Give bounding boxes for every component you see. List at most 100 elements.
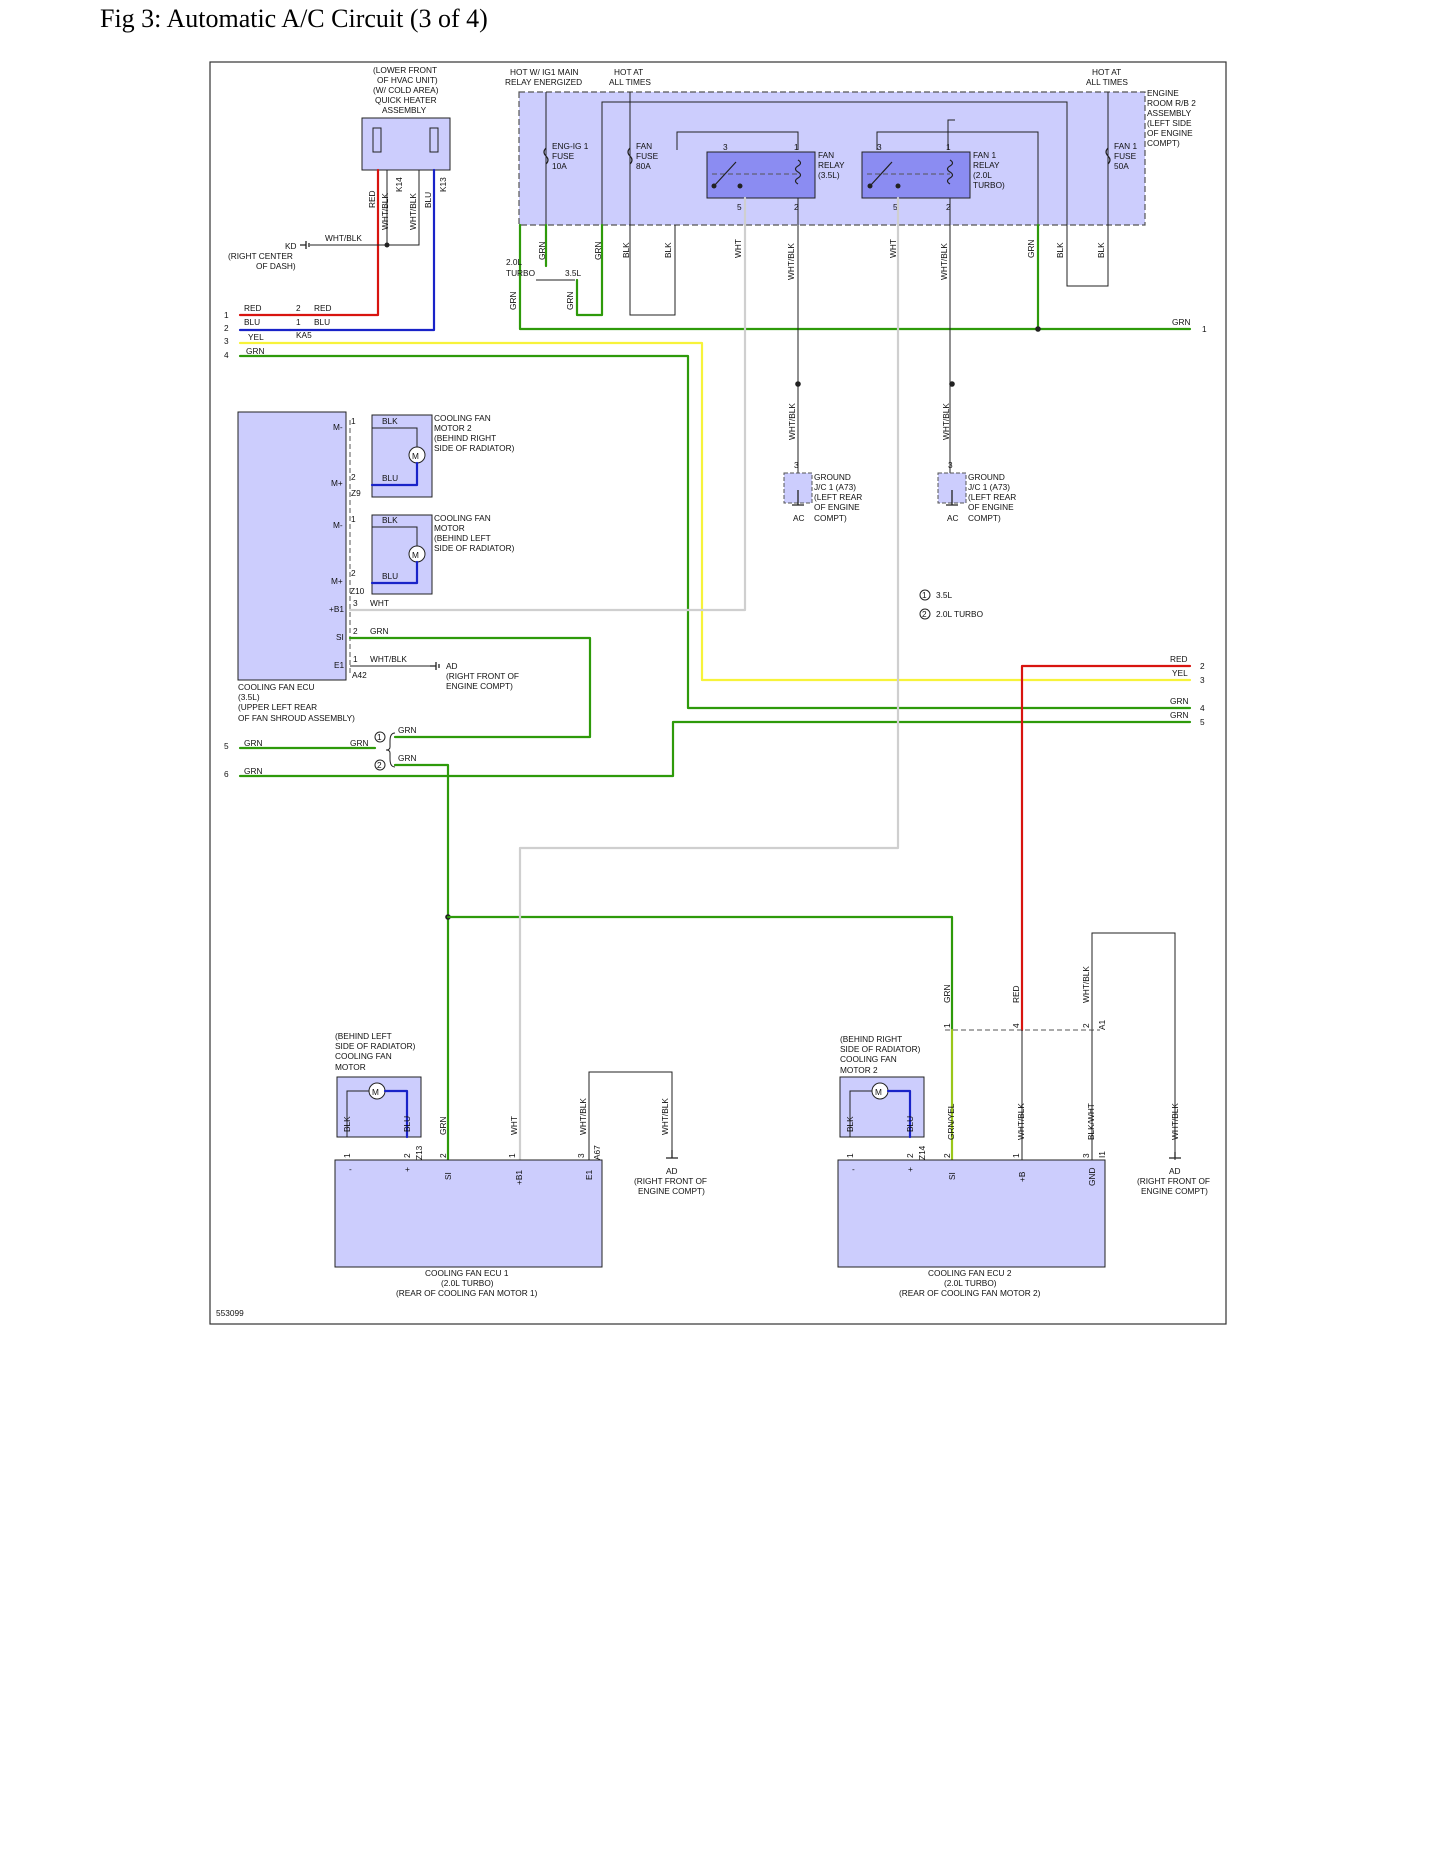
legend-1-label: 3.5L: [936, 590, 953, 600]
wire-label-grn: GRN: [942, 985, 952, 1003]
pin-3: 3: [576, 1153, 586, 1158]
conn-z13: Z13: [414, 1145, 424, 1160]
wire-label-grn: GRN: [244, 738, 262, 748]
fuse-fan1-label-1: FAN 1: [1114, 141, 1137, 151]
wire-blu: [370, 461, 419, 487]
hot-all-2-label-2: ALL TIMES: [1086, 77, 1128, 87]
ground-icon: [1169, 1152, 1181, 1159]
wire-label-grn: GRN: [244, 766, 262, 776]
legend-marker-2-num: 2: [922, 609, 927, 619]
ad1-label-1: AD: [666, 1166, 678, 1176]
pin-2: 2: [402, 1153, 412, 1158]
wire-yel: [238, 341, 1192, 682]
conn-k14: K14: [394, 177, 404, 192]
option-marker-1-num: 1: [377, 732, 382, 742]
wire-blu: [288, 168, 436, 332]
wire-label-grn: GRN: [1170, 710, 1188, 720]
pin-3: 3: [877, 142, 882, 152]
pin-2: 2: [942, 1153, 952, 1158]
wire-label-blu: BLU: [423, 192, 433, 208]
wire-label-grn: GRN: [350, 738, 368, 748]
ecu1-pin-plus: +: [405, 1164, 410, 1174]
wire-red: [1020, 664, 1192, 1032]
pin-1: 1: [507, 1153, 517, 1158]
ground-jc1-label-5: COMPT): [814, 513, 847, 523]
motor-icon-label: M: [875, 1087, 882, 1097]
engine-room-rb2-box: [518, 91, 1146, 226]
wire-label-grn: GRN: [1170, 696, 1188, 706]
wire-blk: [372, 526, 418, 546]
heater-label-1: (LOWER FRONT: [373, 65, 437, 75]
conn-z9: Z9: [351, 488, 361, 498]
wire-label-blk: BLK: [382, 416, 398, 426]
hot-all-1-label-2: ALL TIMES: [609, 77, 651, 87]
motor2-upper-label-3: (BEHIND RIGHT: [434, 433, 496, 443]
ecu1-label-3: (REAR OF COOLING FAN MOTOR 1): [396, 1288, 538, 1298]
heater-element-2: [429, 127, 439, 153]
wire-label-grn: GRN: [370, 626, 388, 636]
offpage-right-3: 3: [1200, 675, 1205, 685]
wire-whtblk: [588, 1071, 673, 1170]
wire-label-blkwht: BLK/WHT: [1086, 1103, 1096, 1140]
wire-label-whtblk: WHT/BLK: [941, 403, 951, 440]
motor-upper-label-3: (BEHIND LEFT: [434, 533, 491, 543]
motor2-low-label-1: (BEHIND RIGHT: [840, 1034, 902, 1044]
hot-ig1-label-1: HOT W/ IG1 MAIN: [510, 67, 579, 77]
wire-blk: [629, 225, 676, 316]
heater-label-3: (W/ COLD AREA): [373, 85, 439, 95]
wire-label-whtblk: WHT/BLK: [1081, 966, 1091, 1003]
wire-grn: [446, 915, 954, 1032]
wire-label-blu: BLU: [382, 571, 398, 581]
wire-label-grn: GRN: [438, 1117, 448, 1135]
pin-2: 2: [946, 202, 951, 212]
offpage-left-2: 2: [224, 323, 229, 333]
box-bus-3: [601, 101, 1068, 225]
pin-2: 2: [296, 303, 301, 313]
hot-ig1-label-2: RELAY ENERGIZED: [505, 77, 582, 87]
wire-label-blu: BLU: [244, 317, 260, 327]
fan1-relay-label-4: TURBO): [973, 180, 1005, 190]
legend-marker-2: [919, 608, 931, 620]
ecu1-pin-minus: -: [349, 1164, 352, 1174]
pin-1: 1: [794, 142, 799, 152]
wire-label-whtblk: WHT/BLK: [787, 403, 797, 440]
wire-whtblk-b: [310, 170, 420, 246]
fuse-icon: [627, 147, 633, 165]
ecu2-pin-gnd: GND: [1087, 1168, 1097, 1186]
ecu35-pin-m-minus-1: M-: [333, 422, 343, 432]
wire-wht: [518, 196, 900, 1172]
ecu35-pin-m-minus-2: M-: [333, 520, 343, 530]
option-marker-1: [374, 731, 386, 743]
conn-i1: I1: [1097, 1151, 1107, 1158]
motor-upper-label-1: COOLING FAN: [434, 513, 491, 523]
pin-5: 5: [893, 202, 898, 212]
ecu35-pin-b1: +B1: [329, 604, 344, 614]
wire-label-red: RED: [1011, 985, 1021, 1003]
ecu2-label-2: (2.0L TURBO): [944, 1278, 997, 1288]
pin-1: 1: [351, 514, 356, 524]
motor2-low-label-2: SIDE OF RADIATOR): [840, 1044, 921, 1054]
motor1-low-label-3: COOLING FAN: [335, 1051, 392, 1061]
ground-jc2-label-2: J/C 1 (A73): [968, 482, 1010, 492]
wire-label-grn: GRN: [246, 346, 264, 356]
wire-whtblk: [1091, 932, 1176, 1160]
offpage-right-5: 5: [1200, 717, 1205, 727]
heater-label-4: QUICK HEATER: [375, 95, 437, 105]
splice-dot-icon: [895, 183, 901, 189]
offpage-left-1: 1: [224, 310, 229, 320]
motor1-low-label-4: MOTOR: [335, 1062, 366, 1072]
pin-1: 1: [946, 142, 951, 152]
engine-rb-label-5: OF ENGINE: [1147, 128, 1193, 138]
fuse-icon: [543, 147, 549, 165]
wire-label-wht: WHT: [509, 1116, 519, 1135]
ac-label-1: AC: [793, 513, 805, 523]
wire-red: [288, 168, 380, 317]
pin-3: 3: [723, 142, 728, 152]
motor-upper-label-2: MOTOR: [434, 523, 465, 533]
kd-label-2: (RIGHT CENTER: [228, 251, 293, 261]
ground-jc1-label-2: J/C 1 (A73): [814, 482, 856, 492]
l35-label: 3.5L: [565, 268, 582, 278]
splice-dot-icon: [795, 381, 801, 387]
wire-grn: [393, 763, 450, 1172]
relay-coil-icon: [794, 159, 802, 185]
